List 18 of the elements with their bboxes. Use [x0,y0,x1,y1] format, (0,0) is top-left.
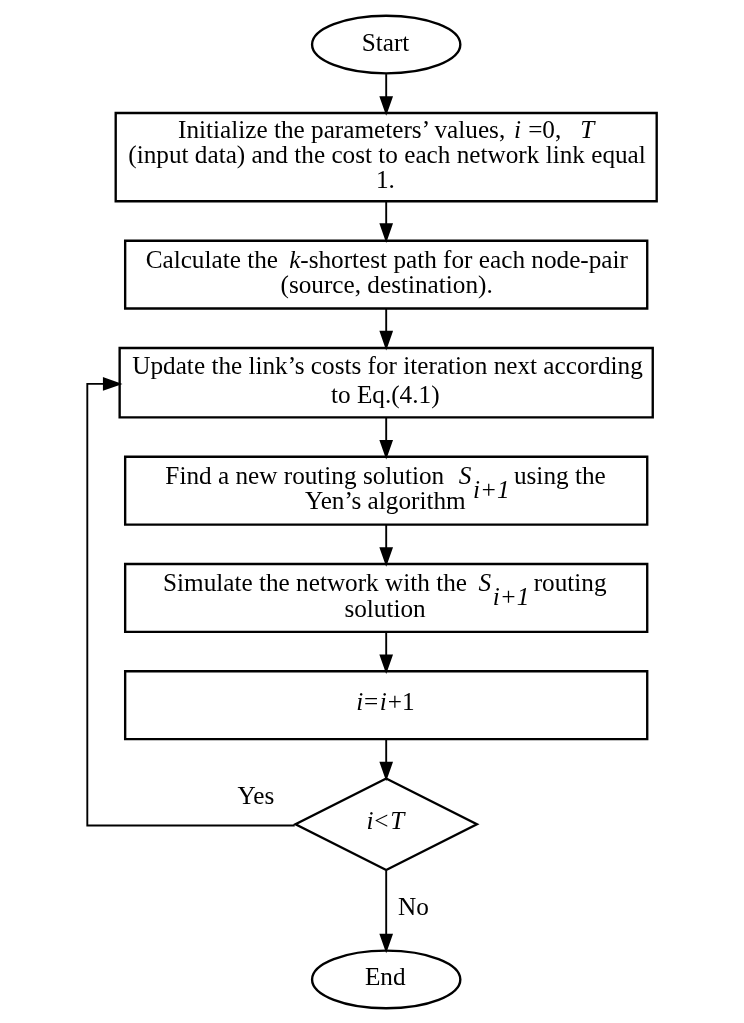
arrow [379,416,394,460]
edge-label: Yes [237,781,275,809]
node-diamond: i<T [292,776,480,871]
arrow [379,307,394,350]
arrow [86,376,296,826]
arrow [379,523,394,567]
node-ellipse: End [310,948,462,1009]
arrow [379,72,394,116]
node-box: Initialize the parameters’ values, i =0, T (input data) and the cost to each network link equal 1. [114,111,658,202]
node-ellipse: Start [310,14,462,75]
arrow [379,200,394,243]
edge-label: No [397,892,429,920]
arrow [379,869,394,953]
node-box: i=i+1 [123,669,649,740]
arrow [379,738,394,781]
arrow [379,630,394,674]
node-box: Update the link’s costs for iteration next according to Eq.(4.1) [118,346,654,419]
node-box: Calculate the k-shortest path for each node-pair (source, destination). [123,239,649,310]
